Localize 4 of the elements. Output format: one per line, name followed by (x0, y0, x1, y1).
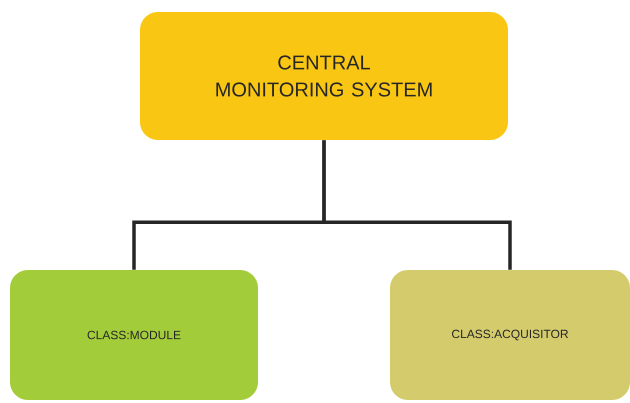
process-box: CLASS:MODULE (10, 270, 258, 400)
process-box: CLASS:ACQUISITOR (390, 270, 630, 400)
process-box: CENTRAL MONITORING SYSTEM (140, 12, 508, 140)
connector-line (322, 140, 512, 270)
